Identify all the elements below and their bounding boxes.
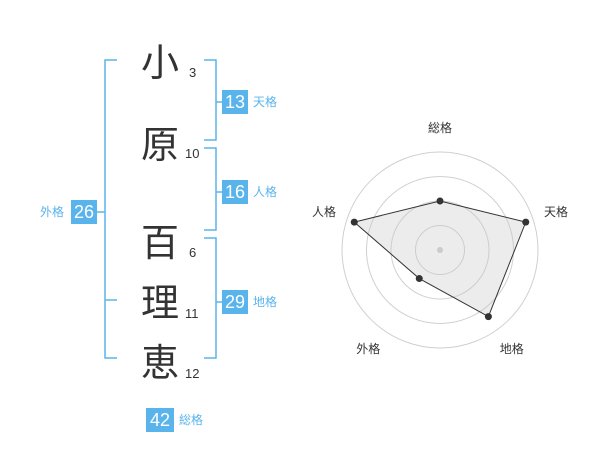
name-char-5: 恵: [141, 341, 180, 385]
chikaku-value-badge: 29: [222, 290, 248, 314]
tenkaku-value-badge: 13: [222, 90, 248, 114]
chikaku-label: 地格: [253, 295, 278, 309]
radar-ring: [341, 151, 539, 349]
radar-point-5: [350, 218, 358, 226]
radar-axis-label-5: 人格: [311, 205, 336, 220]
radar-series-polygon: [353, 200, 527, 318]
radar-axis-label-1: 総格: [428, 121, 453, 135]
radar-ring: [415, 225, 465, 275]
stroke-count-2: 10: [185, 146, 200, 161]
name-char-2: 原: [141, 123, 180, 167]
stroke-count-3: 6: [189, 245, 197, 260]
radar-point-2: [522, 218, 530, 226]
name-char-1: 小: [141, 41, 180, 85]
radar-point-3: [484, 313, 492, 321]
radar-ring: [366, 176, 514, 324]
stroke-count-5: 12: [185, 366, 200, 381]
soukaku-label: 総格: [179, 413, 204, 427]
radar-center: [437, 247, 443, 253]
tenkaku-label: 天格: [253, 95, 278, 109]
radar-axis-label-2: 天格: [544, 205, 569, 220]
radar-axis-label-4: 外格: [356, 341, 381, 356]
radar-point-1: [436, 197, 444, 205]
soukaku-value-badge: 42: [146, 408, 174, 432]
stroke-count-4: 11: [185, 306, 199, 321]
radar-point-4: [415, 275, 423, 283]
name-char-3: 百: [141, 221, 180, 265]
jinkaku-value-badge: 16: [222, 180, 248, 204]
name-char-4: 理: [141, 281, 180, 325]
jinkaku-label: 人格: [253, 185, 278, 199]
radar-axis-label-3: 地格: [499, 341, 524, 356]
stroke-count-1: 3: [189, 65, 197, 80]
gaikaku-label: 外格: [40, 205, 65, 219]
gaikaku-value-badge: 26: [71, 200, 97, 224]
